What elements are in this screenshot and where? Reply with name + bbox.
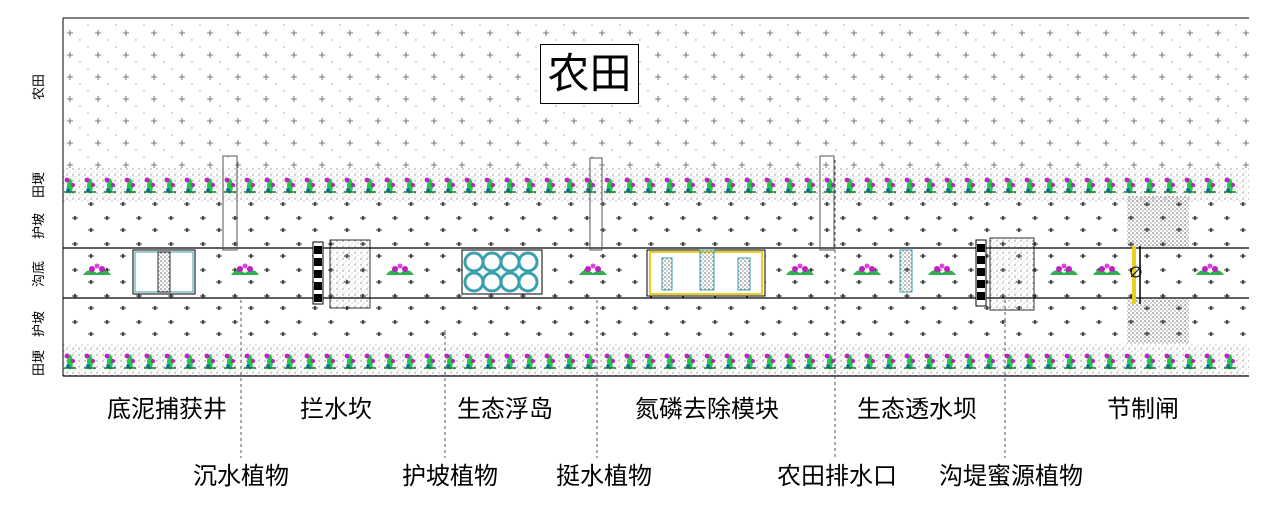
slope-top-zone bbox=[63, 202, 1249, 248]
label-floating-island: 生态浮岛 bbox=[457, 395, 553, 423]
label-sediment-well: 底泥捕获井 bbox=[107, 395, 227, 423]
label-permeable-dam: 生态透水坝 bbox=[857, 395, 977, 423]
label-control-gate: 节制闸 bbox=[1107, 395, 1179, 423]
label-slope-plants: 护坡植物 bbox=[402, 462, 498, 490]
label-weir: 拦水坎 bbox=[300, 395, 372, 423]
weir bbox=[312, 239, 371, 309]
drain-pipe bbox=[819, 155, 835, 251]
sediment-well bbox=[132, 249, 196, 295]
label-submerged-plants: 沉水植物 bbox=[193, 462, 289, 490]
np-removal-module bbox=[646, 249, 766, 297]
drain-pipe bbox=[222, 155, 238, 251]
floating-island bbox=[461, 249, 543, 295]
permeable-dam bbox=[899, 237, 1035, 311]
zone-label-ridge-bottom: 田埂 bbox=[32, 350, 47, 377]
label-farm-outlet: 农田排水口 bbox=[777, 462, 897, 490]
zone-label-farmland: 农田 bbox=[32, 74, 47, 101]
leader-lines bbox=[240, 160, 1006, 458]
control-gate bbox=[1127, 196, 1189, 344]
farmland-zone bbox=[63, 18, 1249, 168]
label-np-module: 氮磷去除模块 bbox=[635, 395, 779, 423]
slope-bottom-zone bbox=[63, 298, 1249, 344]
farmland-title: 农田 bbox=[540, 44, 639, 104]
drain-pipe bbox=[589, 157, 603, 251]
label-emergent-plants: 挺水植物 bbox=[556, 462, 652, 490]
label-nectar-plants: 沟堤蜜源植物 bbox=[939, 462, 1083, 490]
